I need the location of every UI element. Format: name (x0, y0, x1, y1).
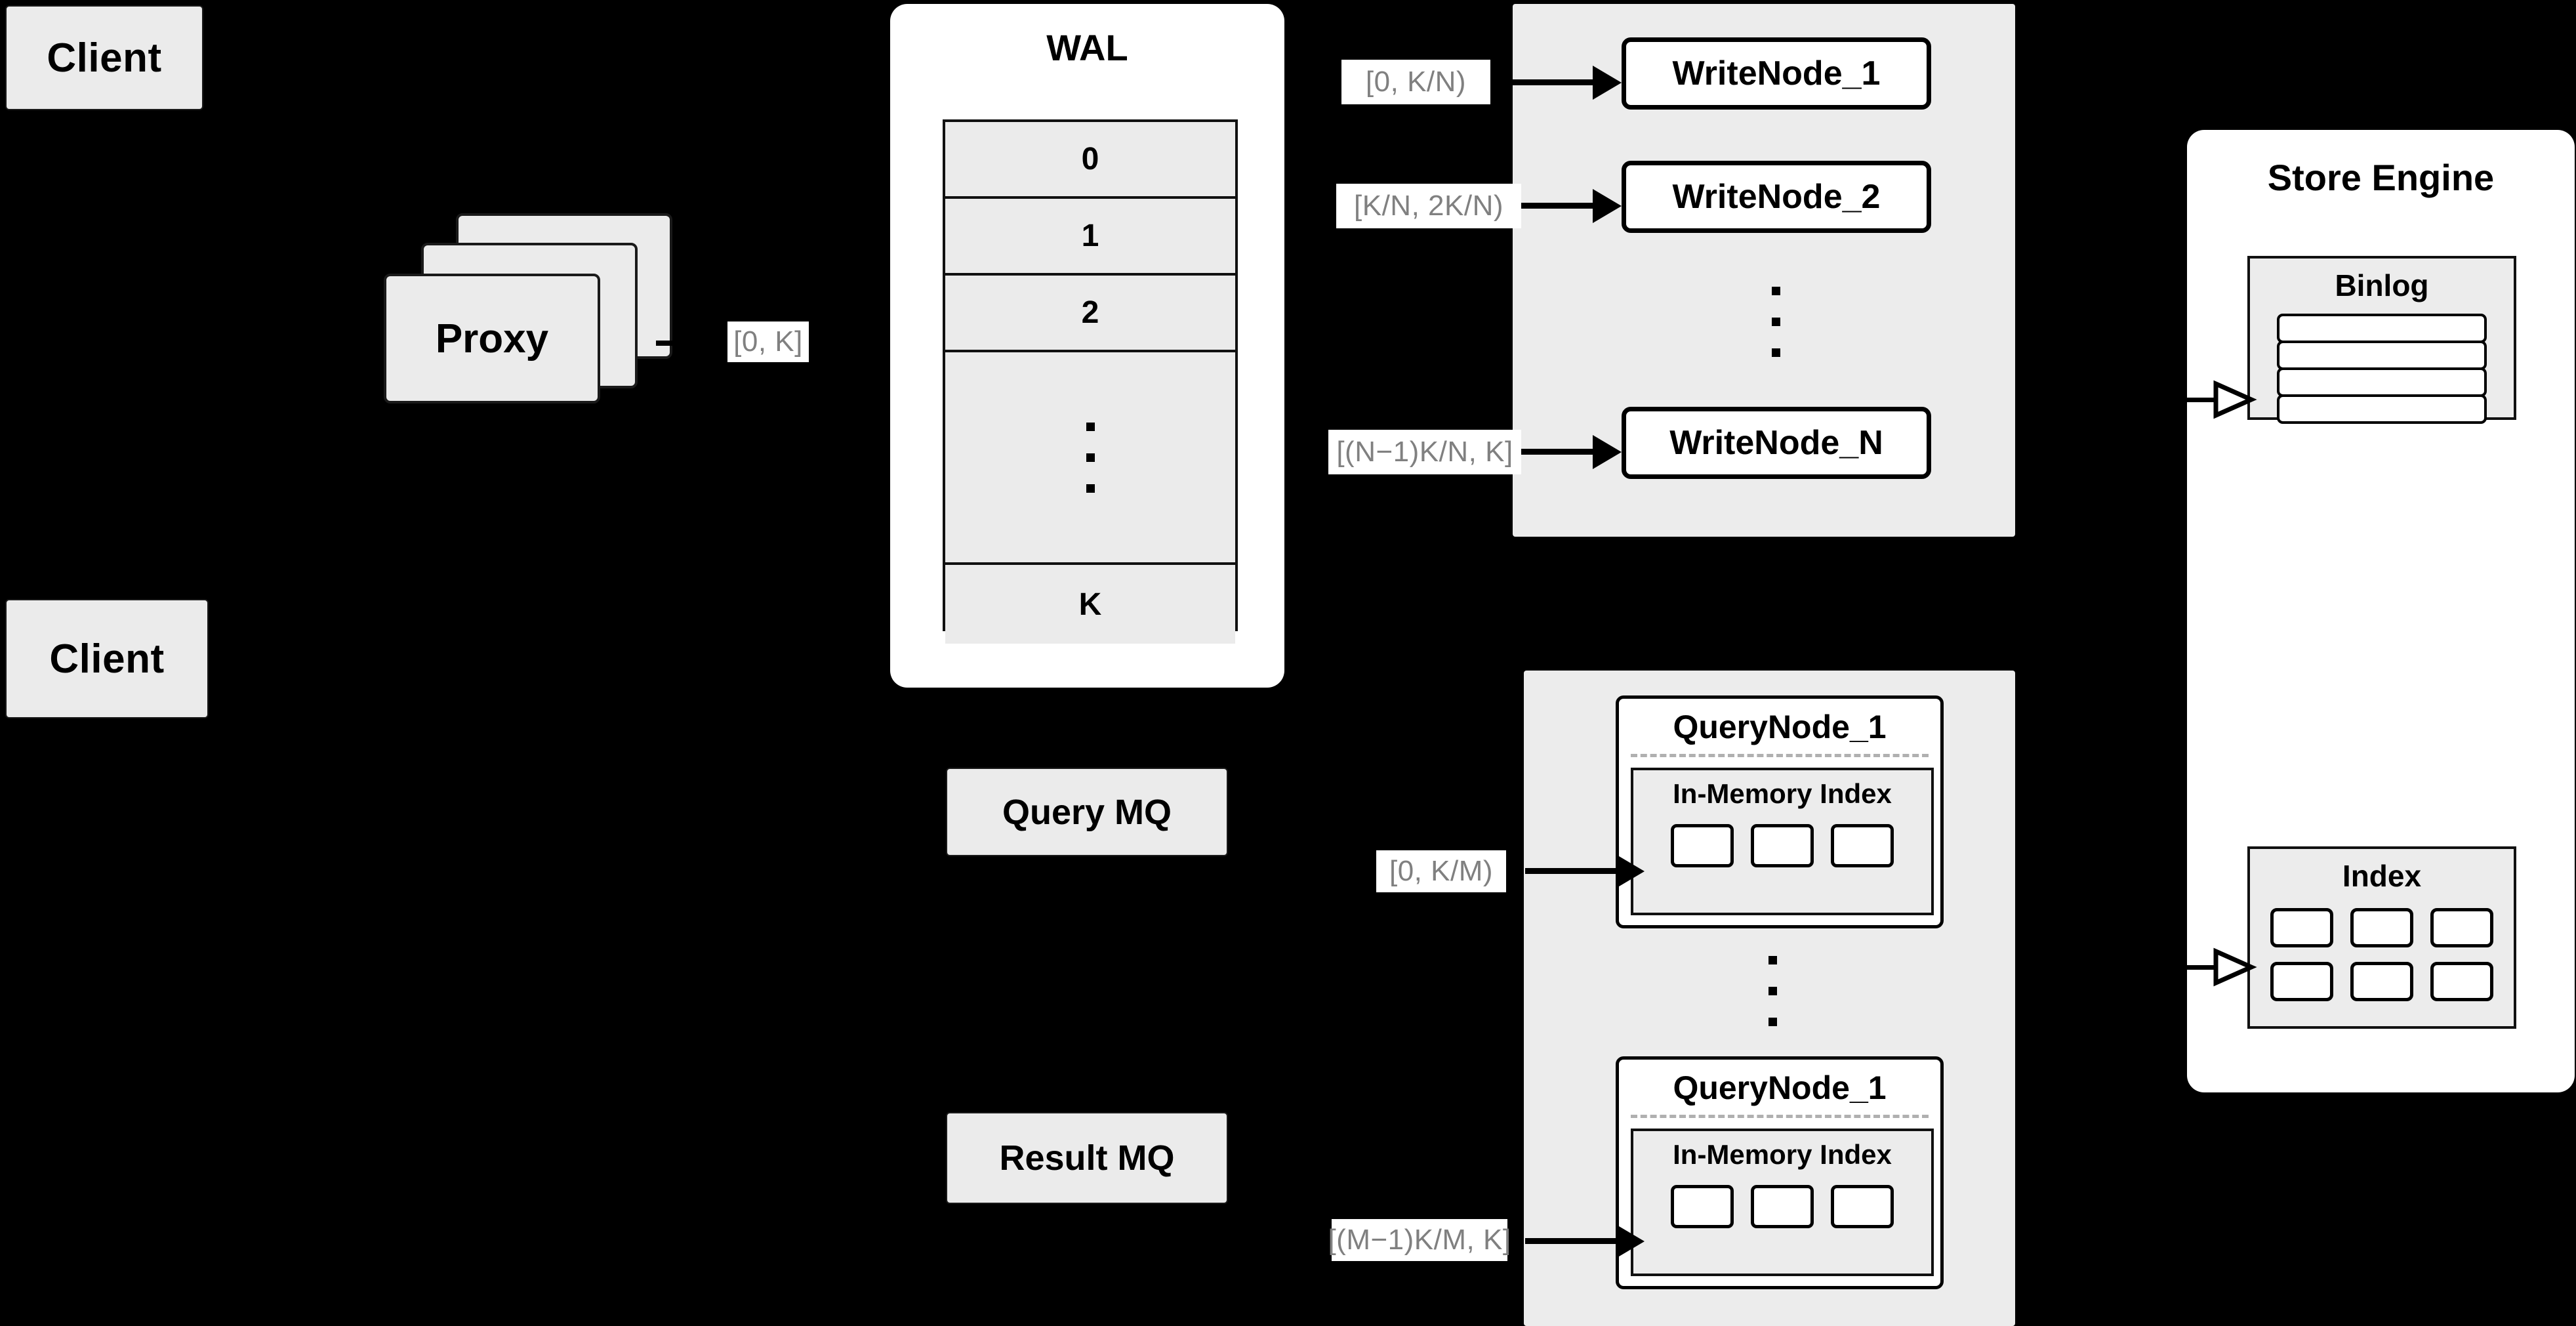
index-cell (1751, 824, 1814, 867)
edge-label-text: [K/N, 2K/N) (1354, 190, 1503, 222)
index-cell (1671, 824, 1734, 867)
edge-label-client-to-proxy: [0, K] (727, 321, 809, 362)
store-index-row (2270, 908, 2493, 947)
edge-label-write-node-n: [(N−1)K/N, K] (1328, 430, 1521, 474)
client-label-2: Client (49, 636, 165, 682)
proxy-stack: Proxy (384, 213, 672, 430)
in-memory-index-1-title: In-Memory Index (1673, 778, 1892, 809)
store-engine-title: Store Engine (2267, 157, 2495, 198)
index-cell (2270, 962, 2333, 1001)
write-node-n-label: WriteNode_N (1669, 424, 1883, 462)
dot-icon (1768, 955, 1777, 964)
dot-icon (1086, 484, 1095, 493)
edge-label-write-node-2: [K/N, 2K/N) (1336, 184, 1521, 228)
proxy-to-wal-connector (656, 341, 676, 346)
edge-label-query-node-m: [(M−1)K/M, K] (1328, 1219, 1511, 1261)
index-cell (1831, 1185, 1894, 1228)
edge-label-text: [0, K/N) (1365, 66, 1467, 98)
store-index-row (2270, 962, 2493, 1001)
open-arrow-icon (2213, 380, 2257, 419)
arrow-to-store-index (2187, 945, 2259, 991)
edge-label-write-node-1: [0, K/N) (1341, 60, 1490, 104)
dot-icon (1771, 286, 1780, 295)
wal-entry-label: 2 (1081, 295, 1099, 330)
query-mq-box: Query MQ (946, 768, 1228, 856)
query-node-m-title: QueryNode_1 (1673, 1069, 1887, 1106)
edge-label-text: [0, K] (733, 325, 803, 358)
in-memory-index-m-title: In-Memory Index (1673, 1139, 1892, 1170)
in-memory-index-m-cells (1671, 1185, 1894, 1228)
dot-icon (1768, 986, 1777, 995)
index-cell (2350, 962, 2413, 1001)
write-node-n: WriteNode_N (1622, 407, 1931, 479)
dot-icon (1768, 1017, 1777, 1026)
dot-icon (1086, 453, 1095, 462)
binlog-row (2277, 394, 2487, 424)
binlog-row (2277, 341, 2487, 370)
store-index-box: Index (2247, 846, 2516, 1029)
index-cell (1831, 824, 1894, 867)
arrow-wal-to-write-node-n (1502, 435, 1624, 469)
open-arrow-icon (2213, 947, 2257, 987)
edge-label-text: [(M−1)K/M, K] (1328, 1224, 1511, 1256)
wal-entry-label: K (1078, 587, 1102, 622)
wal-title: WAL (1046, 27, 1128, 68)
binlog-box: Binlog (2247, 256, 2516, 424)
binlog-row (2277, 367, 2487, 397)
dot-icon (1086, 422, 1095, 431)
arrow-wal-to-write-node-1 (1502, 66, 1624, 100)
binlog-row (2277, 314, 2487, 343)
result-mq-label: Result MQ (999, 1138, 1175, 1178)
wal-entries-ellipsis (945, 352, 1235, 565)
index-cell (2430, 962, 2493, 1001)
wal-entry-2: 2 (945, 276, 1235, 352)
wal-entry-k: K (945, 565, 1235, 644)
dot-icon (1771, 317, 1780, 326)
in-memory-index-1-cells (1671, 824, 1894, 867)
in-memory-index-m: In-Memory Index (1631, 1129, 1934, 1276)
in-memory-index-1: In-Memory Index (1631, 768, 1934, 915)
query-node-ellipsis (1763, 938, 1782, 1043)
write-node-2: WriteNode_2 (1622, 161, 1931, 233)
edge-label-text: [0, K/M) (1389, 855, 1494, 887)
wal-entry-0: 0 (945, 122, 1235, 199)
index-cell (1671, 1185, 1734, 1228)
arrow-mq-to-query-node-1 (1525, 854, 1646, 888)
arrow-to-binlog (2187, 377, 2259, 423)
index-cell (1751, 1185, 1814, 1228)
client-box-2: Client (5, 599, 209, 718)
write-node-1-label: WriteNode_1 (1672, 54, 1881, 93)
wal-panel: WAL 0 1 2 K (890, 4, 1284, 688)
query-mq-label: Query MQ (1002, 792, 1172, 832)
index-cell (2270, 908, 2333, 947)
result-mq-box: Result MQ (946, 1112, 1228, 1204)
query-node-m: QueryNode_1 In-Memory Index (1616, 1056, 1944, 1289)
client-label-1: Client (47, 35, 162, 81)
write-node-1: WriteNode_1 (1622, 37, 1931, 110)
query-node-1-divider (1631, 754, 1929, 757)
client-box-1: Client (5, 5, 203, 110)
index-cell (2430, 908, 2493, 947)
index-cell (2350, 908, 2413, 947)
proxy-card-front: Proxy (384, 274, 600, 404)
edge-label-query-node-1: [0, K/M) (1376, 850, 1506, 892)
arrow-mq-to-query-node-m (1525, 1224, 1646, 1258)
query-node-1: QueryNode_1 In-Memory Index (1616, 695, 1944, 928)
store-index-title: Index (2342, 859, 2422, 893)
binlog-title: Binlog (2335, 268, 2429, 302)
write-node-2-label: WriteNode_2 (1672, 178, 1881, 216)
store-engine-panel: Store Engine Binlog Index (2187, 130, 2575, 1092)
proxy-label: Proxy (435, 316, 549, 362)
wal-entry-table: 0 1 2 K (943, 119, 1238, 644)
arrow-wal-to-write-node-2 (1502, 189, 1624, 223)
wal-entry-label: 0 (1081, 142, 1099, 176)
wal-entry-1: 1 (945, 199, 1235, 276)
query-node-1-title: QueryNode_1 (1673, 709, 1887, 745)
query-node-m-divider (1631, 1115, 1929, 1118)
dot-icon (1771, 348, 1780, 357)
write-node-ellipsis (1766, 276, 1786, 367)
wal-entry-label: 1 (1081, 218, 1099, 253)
edge-label-text: [(N−1)K/N, K] (1336, 436, 1513, 468)
